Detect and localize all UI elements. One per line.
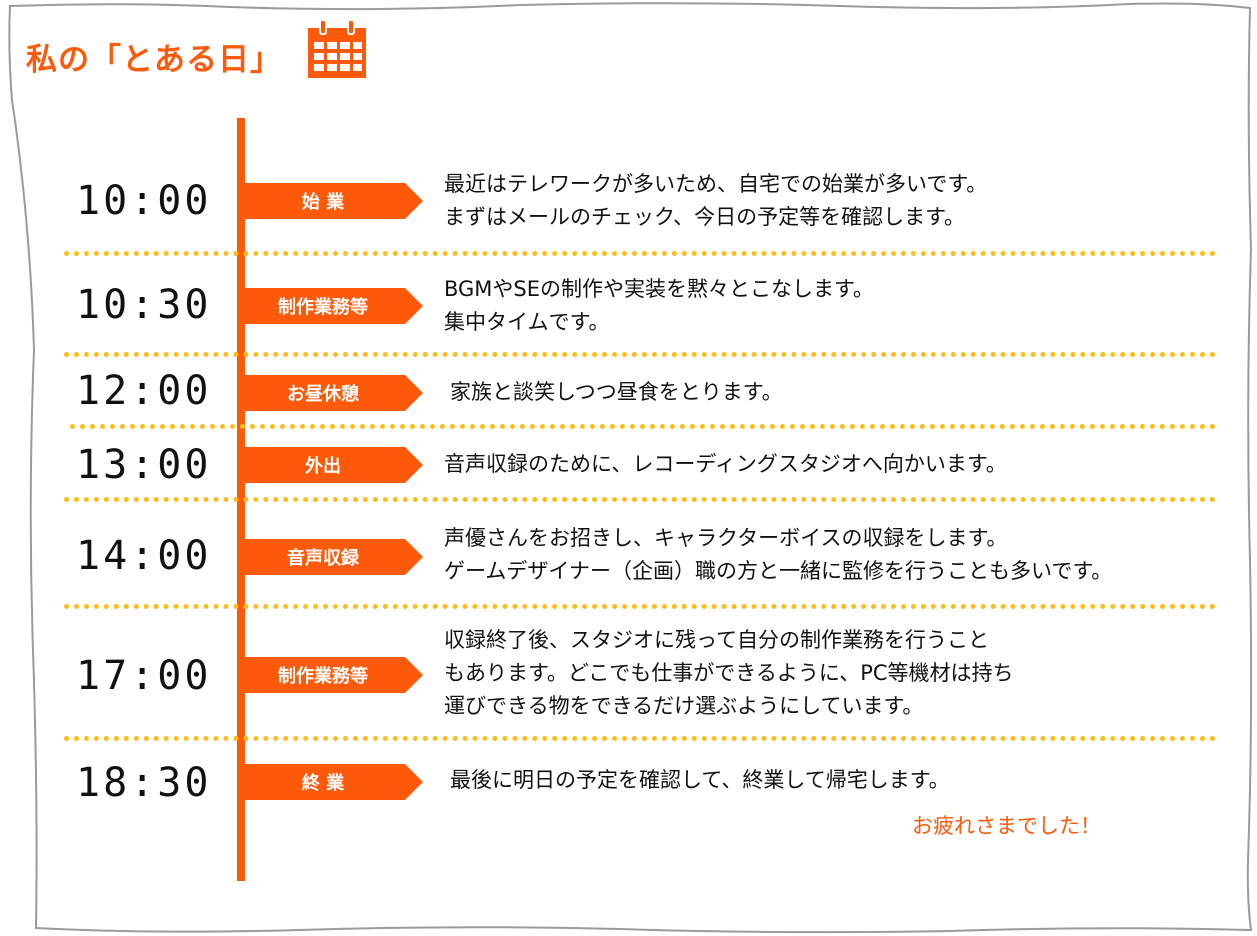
time-label: 14:00 <box>76 533 212 579</box>
dotted-divider <box>64 352 1216 357</box>
description-line: BGMやSEの制作や実装を黙々とこなします。 <box>444 277 874 301</box>
description-line: 声優さんをお招きし、キャラクターボイスの収録をします。 <box>444 526 1008 550</box>
activity-description: BGMやSEの制作や実装を黙々とこなします。 集中タイムです。 <box>444 273 874 339</box>
closing-message: お疲れさまでした！ <box>912 814 1101 838</box>
description-line: 収録終了後、スタジオに残って自分の制作業務を行うこと <box>444 628 989 652</box>
description-line: もあります。どこでも仕事ができるように、PC等機材は持ち <box>444 661 1014 685</box>
page-title: 私の「とある日」 <box>26 42 282 78</box>
description-line: ゲームデザイナー（企画）職の方と一緒に監修を行うことも多いです。 <box>444 559 1113 583</box>
description-line: 家族と談笑しつつ昼食をとります。 <box>450 380 783 404</box>
description-line: 集中タイムです。 <box>444 310 610 334</box>
activity-description: 家族と談笑しつつ昼食をとります。 <box>450 376 783 409</box>
activity-tag: 制作業務等 <box>241 657 423 693</box>
activity-description: 収録終了後、スタジオに残って自分の制作業務を行うこと もあります。どこでも仕事が… <box>444 624 1014 723</box>
time-label: 10:30 <box>76 282 212 328</box>
activity-tag: 音声収録 <box>241 539 423 575</box>
activity-description: 最後に明日の予定を確認して、終業して帰宅します。 <box>450 764 950 797</box>
description-line: 最近はテレワークが多いため、自宅での始業が多いです。 <box>444 172 988 196</box>
time-label: 10:00 <box>76 178 212 224</box>
time-label: 13:00 <box>76 442 212 488</box>
description-line: まずはメールのチェック、今日の予定等を確認します。 <box>444 205 966 229</box>
activity-description: 声優さんをお招きし、キャラクターボイスの収録をします。 ゲームデザイナー（企画）… <box>444 522 1112 588</box>
time-label: 17:00 <box>76 653 212 699</box>
activity-tag: お昼休憩 <box>241 375 423 411</box>
dotted-divider <box>64 251 1216 256</box>
dotted-divider <box>64 736 1216 741</box>
activity-description: 音声収録のために、レコーディングスタジオへ向かいます。 <box>444 448 1007 481</box>
calendar-icon <box>308 19 366 78</box>
description-line: 最後に明日の予定を確認して、終業して帰宅します。 <box>450 768 950 792</box>
activity-tag: 制作業務等 <box>241 288 423 324</box>
description-line: 音声収録のために、レコーディングスタジオへ向かいます。 <box>444 452 1007 476</box>
time-label: 18:30 <box>76 760 212 806</box>
dotted-divider <box>64 604 1216 609</box>
activity-tag: 始 業 <box>241 183 423 219</box>
dotted-divider <box>64 497 1216 502</box>
activity-description: 最近はテレワークが多いため、自宅での始業が多いです。 まずはメールのチェック、今… <box>444 168 987 234</box>
time-label: 12:00 <box>76 368 212 414</box>
dotted-divider <box>70 424 1216 429</box>
activity-tag: 外出 <box>241 447 423 483</box>
activity-tag: 終 業 <box>241 764 423 800</box>
description-line: 運びできる物をできるだけ選ぶようにしています。 <box>444 694 924 718</box>
